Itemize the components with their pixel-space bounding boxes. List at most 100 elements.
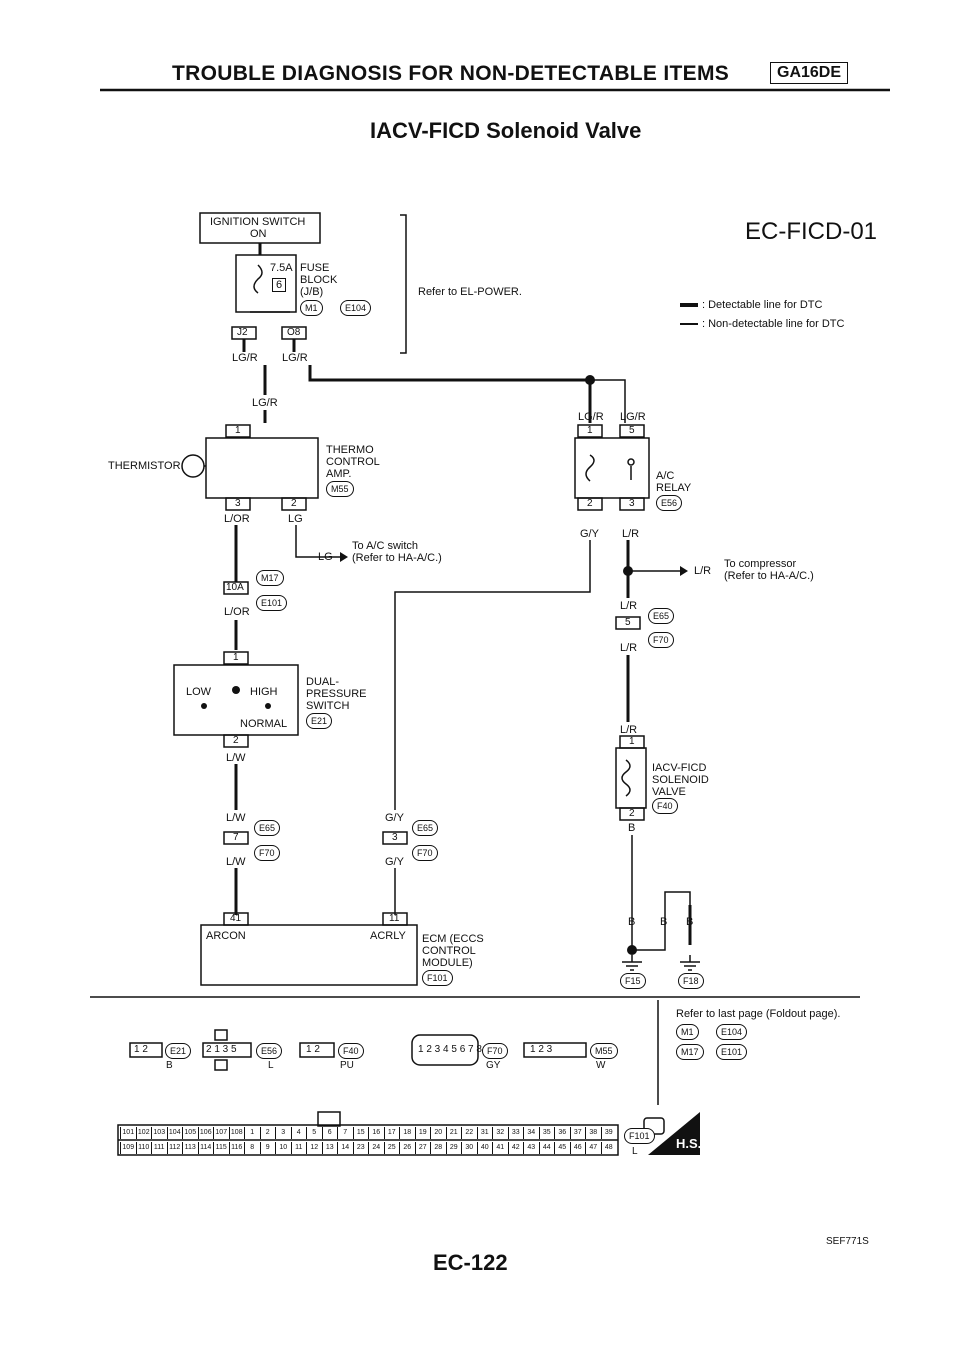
ecm-pin-cell: 35 — [538, 1127, 555, 1139]
ecm-pin-cell: 2 — [259, 1127, 276, 1139]
thermo-pin-2: 2 — [291, 498, 297, 509]
wire-lgr-relay-2: LG/R — [620, 411, 646, 423]
ecm-pin-cell: 1 — [244, 1127, 260, 1139]
wire-lgr-2: LG/R — [282, 352, 308, 364]
ecm-pin-cell: 28 — [430, 1142, 446, 1154]
refer-power-note: Refer to EL-POWER. — [418, 286, 522, 298]
legend-non-detectable: : Non-detectable line for DTC — [702, 318, 845, 330]
ecm-pin-cell: 7 — [337, 1127, 353, 1139]
ecm-line2: CONTROL — [422, 945, 476, 957]
connector-e65-gy: E65 — [412, 820, 439, 836]
wire-lor-1: L/OR — [224, 513, 250, 525]
thermo-amp-line1: THERMO — [326, 444, 374, 456]
to-ac-switch-2: (Refer to HA-A/C.) — [352, 552, 442, 564]
ecm-pin-cell: 19 — [414, 1127, 431, 1139]
switch-low: LOW — [186, 686, 212, 698]
ecm-pin-cell: 6 — [321, 1127, 338, 1139]
ecm-pin-cell: 110 — [135, 1142, 152, 1154]
ecm-pin-cell: 23 — [352, 1142, 369, 1154]
thermo-amp-line2: CONTROL — [326, 456, 380, 468]
conn-m55-id: M55 — [590, 1043, 618, 1059]
ecm-pin-cell: 16 — [368, 1127, 384, 1139]
to-ac-switch-1: To A/C switch — [352, 540, 419, 552]
ecm-pin-cell: 4 — [290, 1127, 307, 1139]
ecm-pin-cell: 39 — [600, 1127, 617, 1139]
ecm-line1: ECM (ECCS — [422, 933, 484, 945]
ecm-pin-cell: 14 — [337, 1142, 353, 1154]
iacv-line1: IACV-FICD — [652, 762, 707, 774]
connector-m17: M17 — [256, 570, 284, 586]
wire-lr-4: L/R — [620, 724, 638, 736]
ecm-pin-cell: 24 — [368, 1142, 384, 1154]
ecm-pin-cell: 5 — [306, 1127, 322, 1139]
ecm-pin-cell: 106 — [197, 1127, 214, 1139]
ignition-switch-state: ON — [250, 228, 267, 240]
ecm-pin-cell: 107 — [213, 1127, 229, 1139]
thermo-pin-1: 1 — [235, 425, 241, 436]
connector-f70-relay: F70 — [648, 632, 674, 648]
ecm-pin-cell: 108 — [228, 1127, 245, 1139]
ecm-pin-cell: 44 — [538, 1142, 555, 1154]
ecm-connector-f101: F101 — [422, 970, 453, 986]
ecm-pin-cell: 15 — [352, 1127, 369, 1139]
ecm-line3: MODULE) — [422, 957, 473, 969]
ecm-pin-cell: 40 — [476, 1142, 493, 1154]
iacv-line3: VALVE — [652, 786, 686, 798]
ecm-pin-cell: 25 — [383, 1142, 400, 1154]
wire-b-4: B — [686, 916, 694, 928]
ecm-pin-cell: 111 — [151, 1142, 167, 1154]
wire-gy-2: G/Y — [385, 856, 404, 868]
ecm-pin-cell: 12 — [306, 1142, 322, 1154]
page-number: EC-122 — [433, 1250, 508, 1275]
ecm-pin-cell: 3 — [275, 1127, 291, 1139]
conn-e56-color: L — [268, 1060, 274, 1071]
fuse-rating: 7.5A — [270, 262, 293, 274]
connector-e101: E101 — [256, 595, 288, 611]
relay-pin-5: 5 — [629, 425, 635, 436]
page-title: TROUBLE DIAGNOSIS FOR NON-DETECTABLE ITE… — [172, 62, 730, 85]
ecm-pin-cell: 26 — [399, 1142, 415, 1154]
conn-e56-pins: 2 1 3 5 — [206, 1044, 237, 1055]
foldout-m17: M17 — [676, 1044, 704, 1060]
connector-e65-dual: E65 — [254, 820, 281, 836]
wire-lgr-3: LG/R — [252, 397, 278, 409]
ecm-pin-cell: 36 — [554, 1127, 570, 1139]
dual-switch-line1: DUAL- — [306, 676, 340, 688]
thermo-pin-3: 3 — [235, 498, 241, 509]
iacv-line2: SOLENOID — [652, 774, 709, 786]
ecm-pin-cell: 109 — [120, 1142, 136, 1154]
conn-f70-color: GY — [486, 1060, 501, 1071]
ground-f18: F18 — [678, 973, 704, 989]
to-compressor-1: To compressor — [724, 558, 797, 570]
ac-relay-connector-e56: E56 — [656, 495, 683, 511]
ecm-pin-cell: 105 — [182, 1127, 198, 1139]
wire-lg: LG — [288, 513, 303, 525]
fuse-pin-j2: J2 — [237, 327, 248, 338]
ecm-pin-cell: 41 — [492, 1142, 508, 1154]
conn-f70-id: F70 — [482, 1043, 508, 1059]
ecm-pin-cell: 37 — [569, 1127, 586, 1139]
engine-badge: GA16DE — [770, 62, 849, 84]
ecm-pin-cell: 8 — [244, 1142, 260, 1154]
ecm-pin-cell: 113 — [182, 1142, 198, 1154]
ecm-pin-cell: 20 — [430, 1127, 446, 1139]
ecm-pin-11: 11 — [389, 913, 400, 924]
ecm-pin-cell: 30 — [461, 1142, 477, 1154]
fuse-block-line1: FUSE — [300, 262, 330, 274]
relay-pin-1: 1 — [587, 425, 593, 436]
ecm-pin-cell: 116 — [228, 1142, 245, 1154]
connector-f70-dual: F70 — [254, 845, 280, 861]
ecm-pin-cell: 115 — [213, 1142, 229, 1154]
ecm-pin-cell: 27 — [414, 1142, 431, 1154]
conn-e21-id: E21 — [165, 1043, 192, 1059]
foldout-e104: E104 — [716, 1024, 748, 1040]
ignition-switch-label: IGNITION SWITCH — [210, 216, 306, 228]
relay-pin-2: 2 — [587, 498, 593, 509]
conn-e21-pins: 1 2 — [134, 1044, 148, 1055]
ecm-pin-cell: 46 — [569, 1142, 586, 1154]
ecm-pin-cell: 29 — [445, 1142, 462, 1154]
ecm-pin-cell: 42 — [507, 1142, 524, 1154]
wire-gy-1: G/Y — [385, 812, 404, 824]
